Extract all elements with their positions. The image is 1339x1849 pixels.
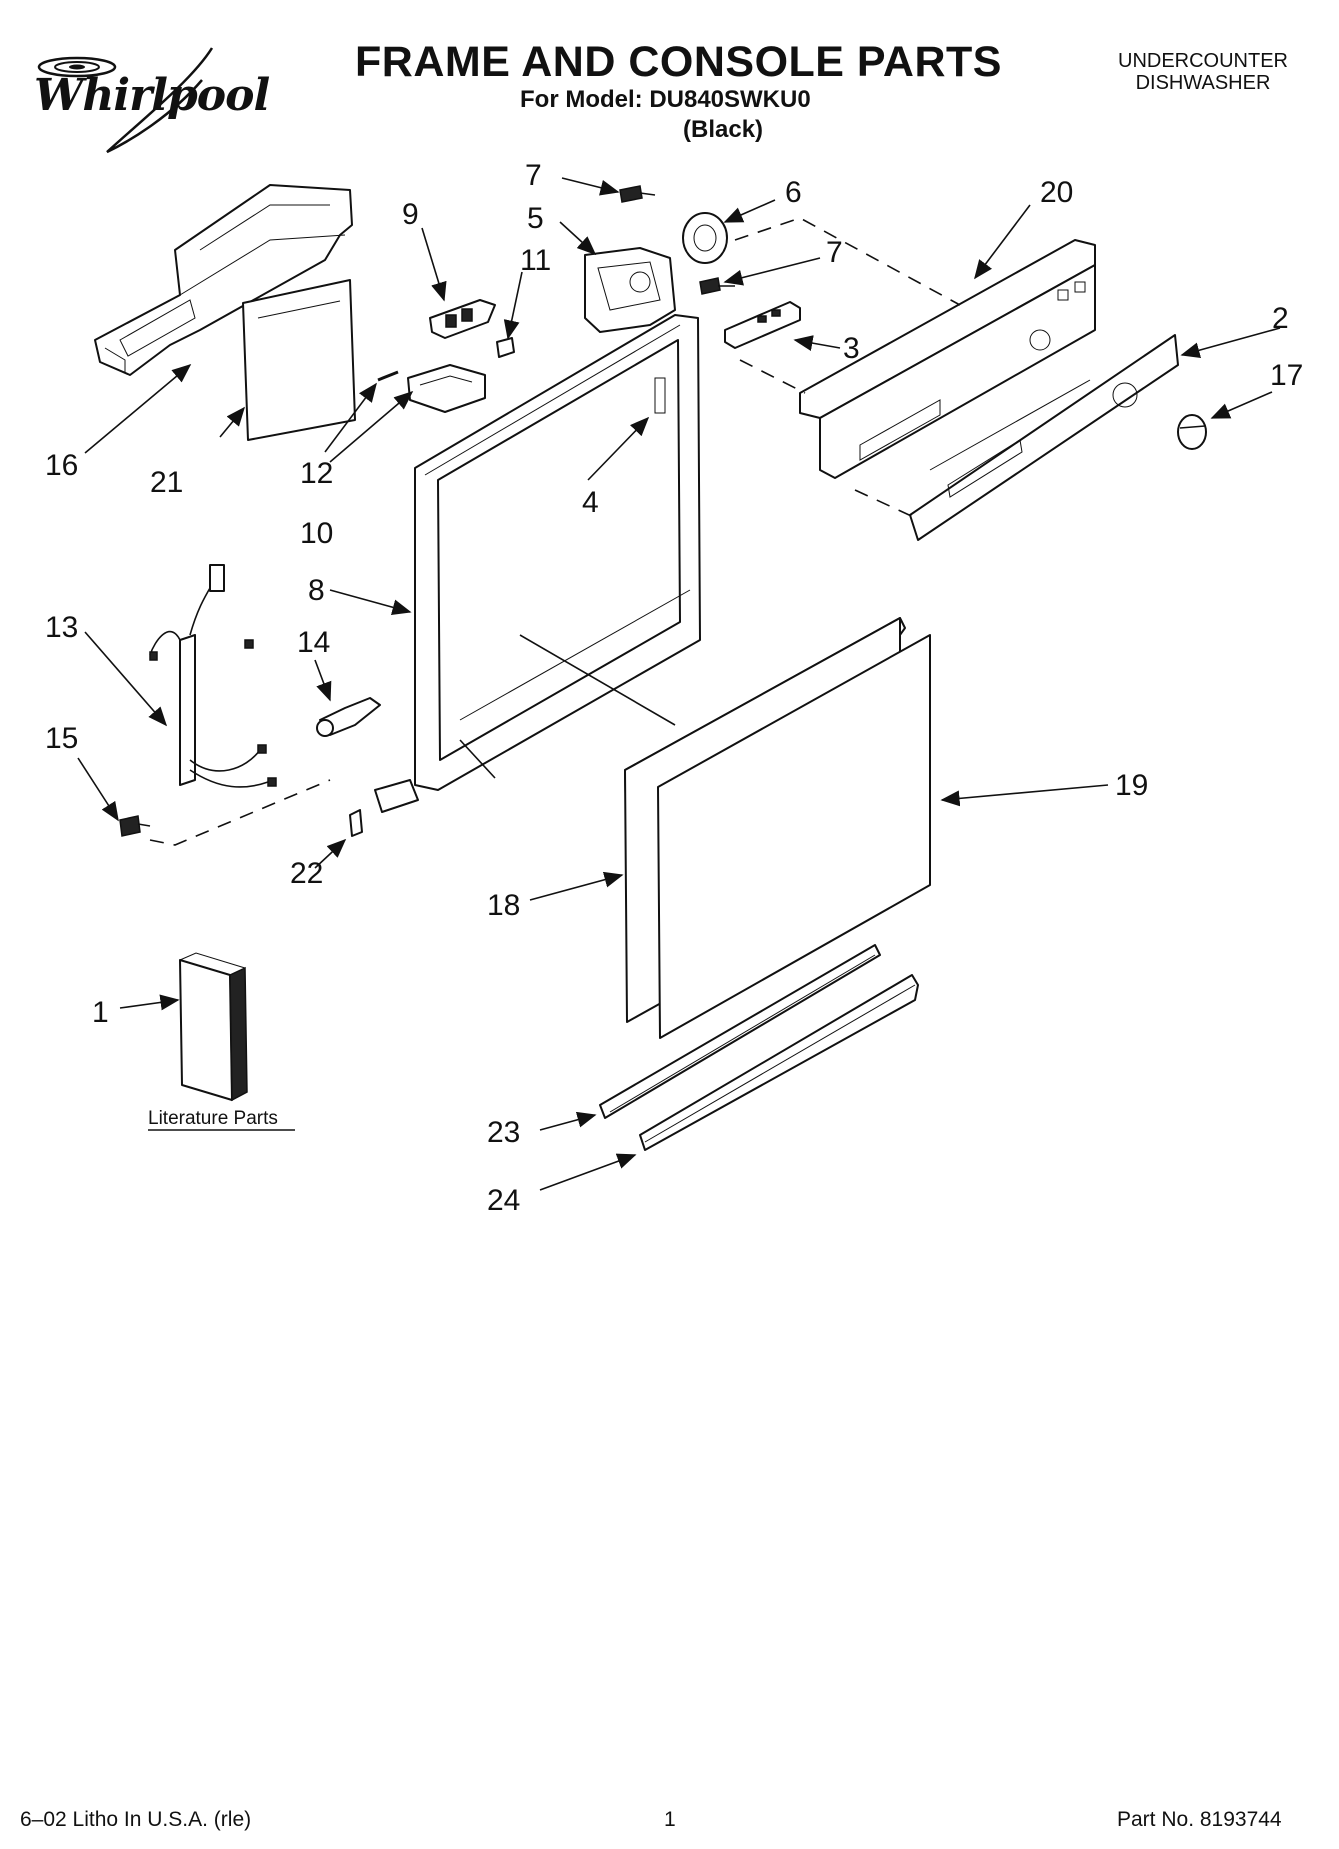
footer-litho: 6–02 Litho In U.S.A. (rle) xyxy=(20,1808,252,1831)
callout-1: 1 xyxy=(92,996,109,1029)
part-1-literature xyxy=(179,952,248,1102)
part-15-screw xyxy=(119,815,151,837)
callout-numbers: 7 6 20 5 9 7 11 2 3 17 16 21 12 4 10 8 1… xyxy=(45,159,1303,1217)
callout-15: 15 xyxy=(45,722,78,755)
callout-2: 2 xyxy=(1272,302,1289,335)
part-5-timer xyxy=(584,247,676,333)
callout-19: 19 xyxy=(1115,769,1148,802)
part-2-control-panel xyxy=(909,334,1179,541)
part-14-thermostat xyxy=(316,697,381,737)
part-7-screw-right xyxy=(699,277,735,295)
callout-5: 5 xyxy=(527,202,544,235)
appliance-category: UNDERCOUNTER DISHWASHER xyxy=(1098,50,1308,94)
callout-9: 9 xyxy=(402,198,419,231)
part-7-screw-top xyxy=(619,185,656,203)
callout-22: 22 xyxy=(290,857,323,890)
logo-swoosh-icon xyxy=(37,47,214,154)
part-10-bracket xyxy=(407,364,486,413)
callout-8: 8 xyxy=(308,574,325,607)
callout-18: 18 xyxy=(487,889,520,922)
part-17-knob xyxy=(1177,414,1207,450)
part-9-switch-bracket xyxy=(429,299,496,339)
callout-21: 21 xyxy=(150,466,183,499)
part-24-trim-strip xyxy=(639,974,919,1151)
callout-10: 10 xyxy=(300,517,333,550)
part-3-switch-module xyxy=(724,301,801,349)
part-13-wire-harness xyxy=(149,564,277,788)
leader-lines xyxy=(77,177,1281,1191)
footer-part-number: Part No. 8193744 xyxy=(1117,1808,1282,1831)
callout-4: 4 xyxy=(582,486,599,519)
part-11-switch xyxy=(496,337,515,358)
callout-7-right: 7 xyxy=(826,236,843,269)
callout-7-top: 7 xyxy=(525,159,542,192)
part-6-knob xyxy=(682,212,728,264)
footer-page-number: 1 xyxy=(664,1808,676,1831)
callout-20: 20 xyxy=(1040,176,1073,209)
callout-3: 3 xyxy=(843,332,860,365)
part-16-housing xyxy=(94,184,353,376)
callout-14: 14 xyxy=(297,626,330,659)
callout-6: 6 xyxy=(785,176,802,209)
model-line: For Model: DU840SWKU0 xyxy=(520,86,811,113)
part-23-trim-strip xyxy=(599,944,881,1119)
callout-23: 23 xyxy=(487,1116,520,1149)
whirlpool-logo: Whirlpool xyxy=(22,40,270,160)
callout-13: 13 xyxy=(45,611,78,644)
category-line-1: UNDERCOUNTER xyxy=(1118,50,1288,72)
callout-17: 17 xyxy=(1270,359,1303,392)
callout-16: 16 xyxy=(45,449,78,482)
callout-11: 11 xyxy=(520,244,551,277)
callout-24: 24 xyxy=(487,1184,520,1217)
brand-name: Whirlpool xyxy=(34,70,270,121)
literature-parts-label: Literature Parts xyxy=(148,1108,278,1129)
category-line-2: DISHWASHER xyxy=(1135,72,1271,94)
part-19-door-insert xyxy=(657,634,931,1039)
callout-12: 12 xyxy=(300,457,333,490)
part-21-insulation-panel xyxy=(242,279,356,441)
part-20-console xyxy=(799,239,1096,479)
part-12-pin xyxy=(377,370,399,382)
part-8-door-frame xyxy=(374,314,701,813)
color-line: (Black) xyxy=(683,116,764,143)
part-22-clip xyxy=(349,809,363,837)
page-title: FRAME AND CONSOLE PARTS xyxy=(355,38,1002,86)
